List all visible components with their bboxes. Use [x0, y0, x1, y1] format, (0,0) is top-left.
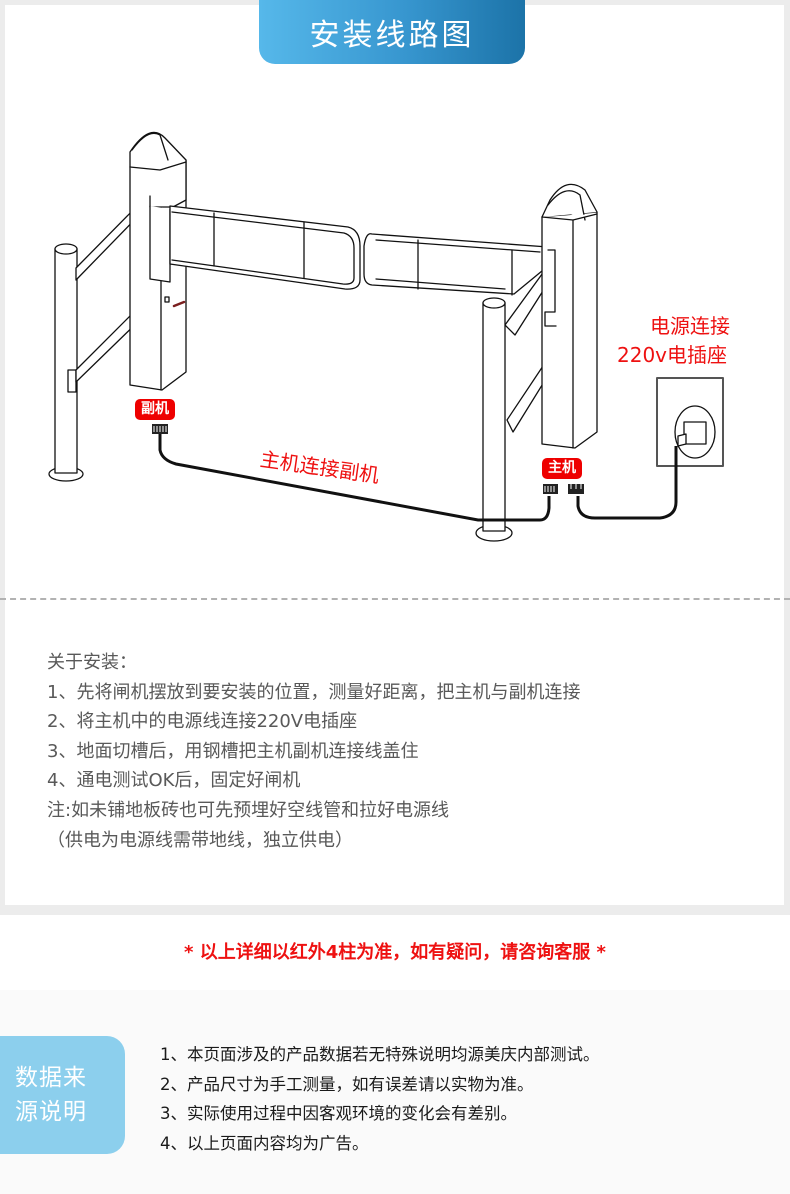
data-source-notes: 1、本页面涉及的产品数据若无特殊说明均源美庆内部测试。 2、产品尺寸为手工测量，… — [160, 1040, 600, 1158]
data-source-badge: 数据来 源说明 — [0, 1036, 125, 1154]
badge-line: 数据来 — [15, 1065, 87, 1091]
install-instructions: 关于安装： 1、先将闸机摆放到要安装的位置，测量好距离，把主机与副机连接 2、将… — [47, 648, 580, 855]
install-note: 注:如未铺地板砖也可先预埋好空线管和拉好电源线 — [47, 799, 450, 821]
connector-plug-icon — [152, 424, 584, 494]
left-post-icon — [48, 243, 84, 482]
install-step: 2、将主机中的电源线连接220V电插座 — [47, 711, 358, 733]
source-note: 4、以上页面内容均为广告。 — [160, 1133, 369, 1153]
cable-line — [158, 433, 678, 522]
source-note: 2、产品尺寸为手工测量，如有误差请以实物为准。 — [160, 1074, 534, 1094]
data-source-section: 数据来 源说明 1、本页面涉及的产品数据若无特殊说明均源美庆内部测试。 2、产品… — [0, 990, 790, 1194]
install-step: 3、地面切槽后，用钢槽把主机副机连接线盖住 — [47, 740, 419, 762]
source-note: 1、本页面涉及的产品数据若无特殊说明均源美庆内部测试。 — [160, 1045, 600, 1064]
master-cabinet-icon — [541, 183, 598, 449]
badge-line: 源说明 — [15, 1099, 87, 1125]
center-post-icon — [475, 297, 513, 542]
wall-socket-icon — [656, 377, 724, 467]
install-step: 4、通电测试OK后，固定好闸机 — [47, 770, 301, 792]
power-label-line2: 220v电插座 — [617, 343, 728, 367]
dashed-divider — [0, 598, 790, 600]
turnstile-gate-drawing — [48, 131, 724, 542]
notice-text: * 以上详细以红外4柱为准，如有疑问，请咨询客服 * — [184, 942, 606, 963]
install-note: （供电为电源线需带地线，独立供电） — [47, 829, 353, 851]
page-title: 安装线路图 — [259, 0, 525, 64]
slave-unit-tag: 副机 — [135, 399, 175, 420]
power-label-line1: 电源连接 — [650, 314, 730, 338]
source-note: 3、实际使用过程中因客观环境的变化会有差别。 — [160, 1104, 517, 1123]
install-heading: 关于安装： — [47, 652, 137, 673]
master-unit-tag: 主机 — [542, 458, 582, 479]
install-step: 1、先将闸机摆放到要安装的位置，测量好距离，把主机与副机连接 — [47, 681, 581, 703]
